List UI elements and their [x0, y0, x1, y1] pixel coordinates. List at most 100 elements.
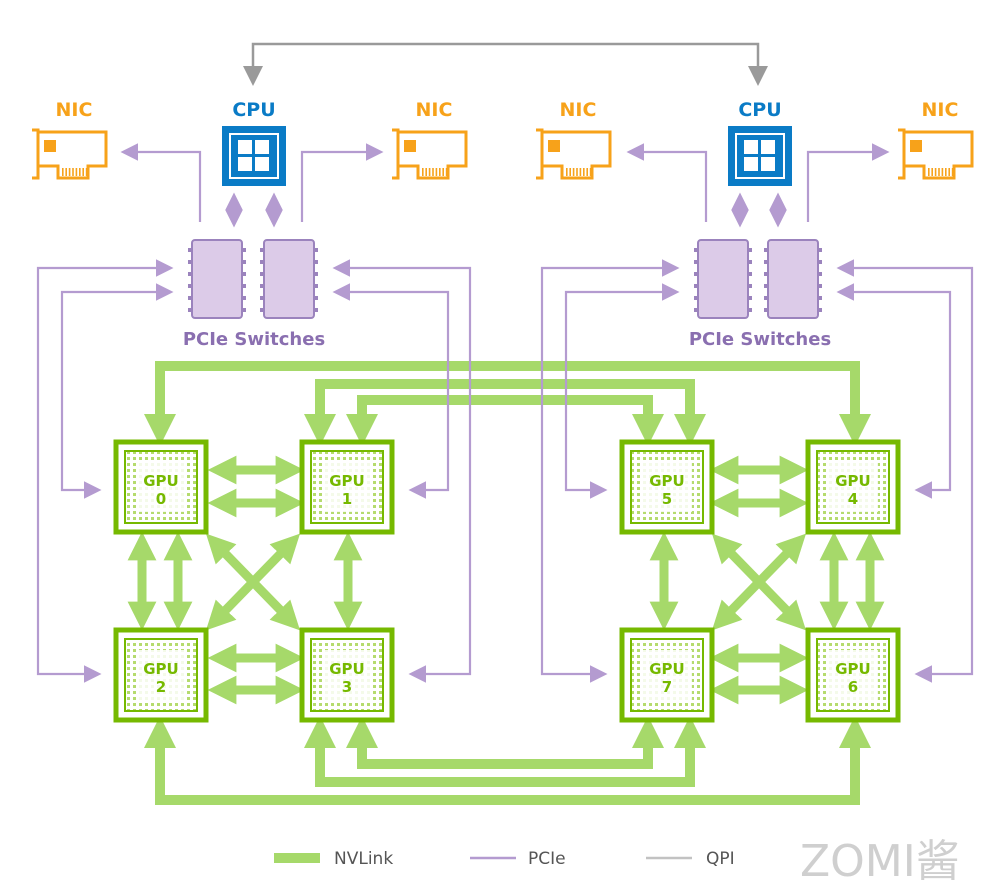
nic-contact — [442, 168, 444, 176]
pcie-switch-pin — [260, 248, 264, 252]
pcie-switch-pin — [764, 248, 768, 252]
pcie-switch-pin — [818, 272, 822, 276]
nic-label: NIC — [56, 99, 93, 121]
nic-chip — [548, 140, 560, 152]
pcie-switch-pin — [748, 248, 752, 252]
gpu-label-area — [828, 650, 878, 700]
legend-nvlink-label: NVLink — [334, 849, 393, 869]
pcie-switch-pin — [242, 284, 246, 288]
nic-board — [396, 130, 468, 180]
gpu-label-area — [136, 462, 186, 512]
pcie-switch-pin — [242, 260, 246, 264]
cpu-die-outline — [229, 133, 279, 179]
gpu-label-area — [322, 650, 372, 700]
gpu-id: 4 — [848, 490, 858, 508]
pcie-switch-body — [263, 239, 315, 319]
pcie-switches-label: PCIe Switches — [689, 329, 831, 350]
pcie-switch-pin — [764, 260, 768, 264]
pcie-switch-pin — [764, 296, 768, 300]
nic-contact — [583, 168, 585, 176]
pcie-switch-pin — [188, 284, 192, 288]
cpu-core — [744, 157, 758, 171]
nic-contact — [435, 168, 438, 176]
nic-contact — [439, 168, 441, 176]
pcie-switch-body — [191, 239, 243, 319]
pcie-switch-pin — [748, 260, 752, 264]
gpu-label-area — [322, 462, 372, 512]
nic-card: NIC — [32, 99, 108, 180]
nic-contact — [945, 168, 947, 176]
pcie-switch — [188, 239, 246, 319]
gpu-title: GPU — [649, 472, 685, 490]
nic-contact — [68, 168, 71, 176]
cpu-core — [761, 140, 775, 154]
nic-contact — [82, 168, 84, 176]
pcie-switches-label: PCIe Switches — [183, 329, 325, 350]
nic-chip — [404, 140, 416, 152]
nic-contact — [425, 168, 427, 176]
nic-card: NIC — [898, 99, 974, 180]
pcie-switch-pin — [764, 272, 768, 276]
nic-contact — [75, 168, 78, 176]
nic-board — [36, 130, 108, 180]
nic-label: NIC — [416, 99, 453, 121]
nic-contact — [938, 168, 940, 176]
nic-contact — [428, 168, 431, 176]
pcie-switch-body — [697, 239, 749, 319]
pcie-switch — [694, 239, 752, 319]
cpu-label: CPU — [738, 99, 781, 121]
pcie-switch — [764, 239, 822, 319]
gpu-title: GPU — [835, 472, 871, 490]
pcie-switch-pin — [818, 248, 822, 252]
gpu-title: GPU — [329, 660, 365, 678]
nic-contact — [586, 168, 588, 176]
nic-contact — [65, 168, 67, 176]
pcie-switch-group: PCIe Switches — [689, 239, 831, 350]
cpu-core — [744, 140, 758, 154]
nic-contact — [576, 168, 578, 176]
gpu-label-area — [642, 650, 692, 700]
nic-contact — [941, 168, 944, 176]
gpu-id: 0 — [156, 490, 166, 508]
cpu-label: CPU — [232, 99, 275, 121]
cpu-node: CPU — [728, 99, 792, 186]
pcie-switch-pin — [314, 284, 318, 288]
pcie-switch-pin — [260, 296, 264, 300]
nic-contact — [934, 168, 937, 176]
nic-contact — [422, 168, 424, 176]
nic-contact — [79, 168, 81, 176]
nic-label: NIC — [922, 99, 959, 121]
legend: NVLink PCIe QPI — [274, 849, 735, 869]
nic-contact — [569, 168, 571, 176]
pcie-switch-pin — [694, 248, 698, 252]
cpu-core — [255, 157, 269, 171]
pcie-switch-group: PCIe Switches — [183, 239, 325, 350]
nic-card: NIC — [392, 99, 468, 180]
pcie-switch-pin — [314, 308, 318, 312]
pcie-switch-pin — [242, 248, 246, 252]
nic-contact — [85, 168, 88, 176]
nic-contact — [445, 168, 448, 176]
pcie-switch-pin — [242, 308, 246, 312]
cpu-package — [222, 126, 286, 186]
pcie-switch-pin — [748, 284, 752, 288]
pcie-switch-pin — [818, 308, 822, 312]
gpu-label-area — [828, 462, 878, 512]
cpu-node: CPU — [222, 99, 286, 186]
pcie-switch-pin — [260, 272, 264, 276]
cpus: CPU CPU — [222, 99, 792, 186]
nic-contact — [72, 168, 74, 176]
nic-board — [902, 130, 974, 180]
pcie-switch-pin — [260, 260, 264, 264]
pcie-switch-pin — [764, 308, 768, 312]
nic-contact — [572, 168, 575, 176]
gpu-id: 6 — [848, 678, 858, 696]
pcie-switch-pin — [818, 296, 822, 300]
nic-contact — [928, 168, 930, 176]
nic-contact — [579, 168, 582, 176]
nic-chip — [44, 140, 56, 152]
nic-board — [540, 130, 612, 180]
